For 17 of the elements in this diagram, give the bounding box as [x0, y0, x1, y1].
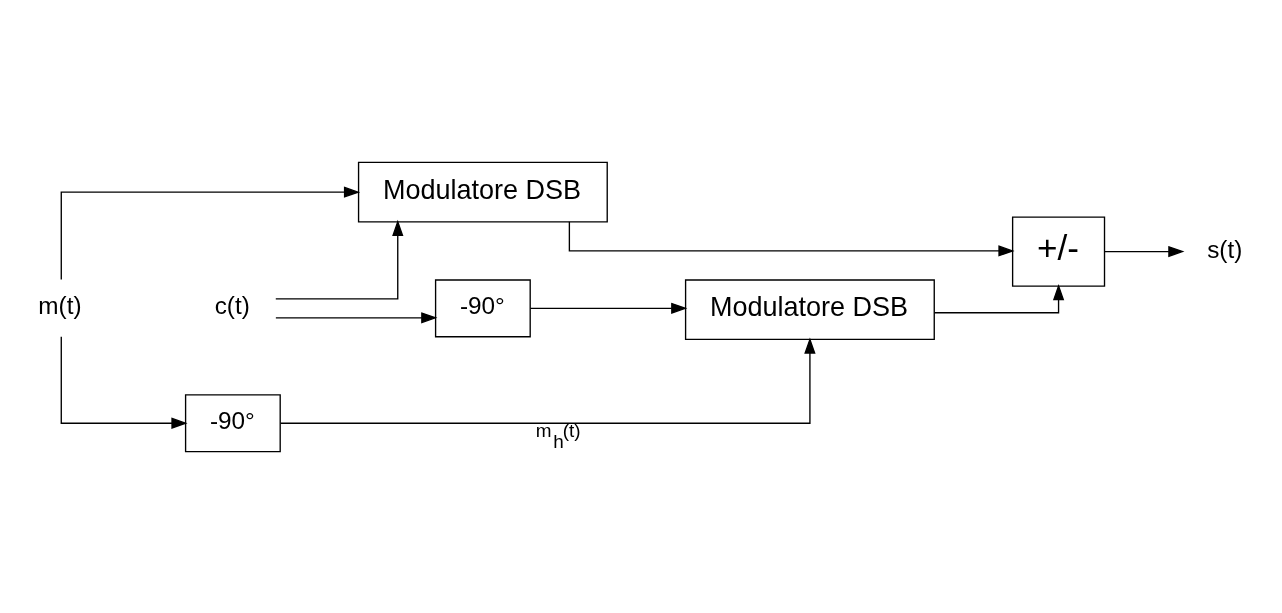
- node-box: Modulatore DSB: [357, 161, 608, 223]
- arrow: [279, 337, 816, 424]
- arrow: [933, 283, 1065, 313]
- node-box: +/-: [1011, 215, 1106, 287]
- arrow: [60, 335, 188, 429]
- arrow: [275, 311, 438, 323]
- node-text: c(t): [214, 291, 250, 319]
- node-box: Modulatore DSB: [684, 278, 935, 340]
- node-box: -90°: [434, 278, 531, 337]
- arrow: [1103, 245, 1185, 257]
- node-text: m(t): [38, 291, 82, 319]
- arrow: [568, 220, 1015, 257]
- node-box: -90°: [184, 393, 281, 452]
- arrow: [529, 302, 688, 314]
- arrow: [60, 185, 361, 280]
- arrow: [275, 219, 404, 300]
- node-text: s(t): [1207, 235, 1243, 263]
